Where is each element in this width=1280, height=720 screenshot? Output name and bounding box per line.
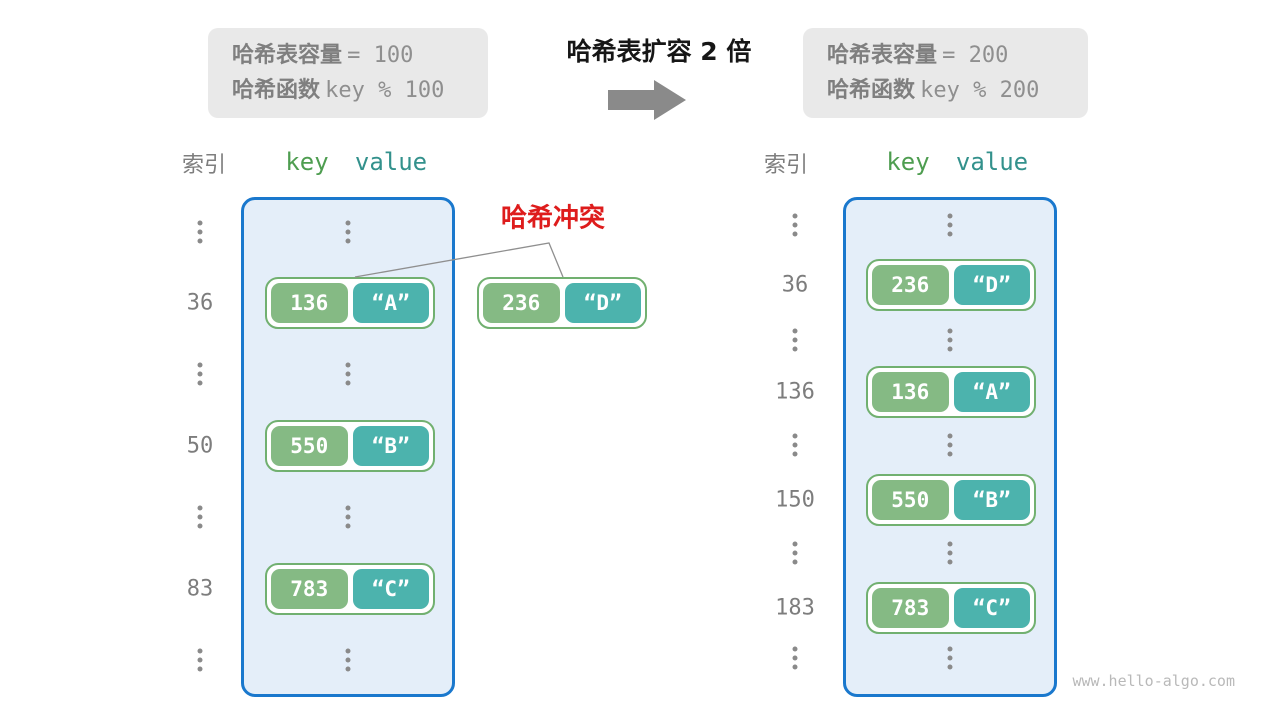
info-box-after-resize: 哈希表容量 = 200 哈希函数 key % 200 bbox=[803, 28, 1088, 118]
vertical-ellipsis-icon bbox=[197, 648, 203, 672]
value-cell: “A” bbox=[352, 283, 429, 323]
pair-236-D: 236 “D” bbox=[866, 259, 1036, 311]
pair-550-B: 550 “B” bbox=[866, 474, 1036, 526]
key-cell: 783 bbox=[271, 569, 348, 609]
key-cell: 236 bbox=[483, 283, 560, 323]
resize-title: 哈希表扩容 2 倍 bbox=[566, 37, 752, 66]
pair-550-B: 550 “B” bbox=[265, 420, 435, 472]
vertical-ellipsis-icon bbox=[197, 505, 203, 529]
watermark: www.hello-algo.com bbox=[1072, 672, 1235, 690]
info-box-before-resize: 哈希表容量 = 100 哈希函数 key % 100 bbox=[208, 28, 488, 118]
pair-236-D-colliding: 236 “D” bbox=[477, 277, 647, 329]
vertical-ellipsis-icon bbox=[947, 646, 953, 670]
left-index-83: 83 bbox=[186, 576, 214, 602]
capacity-value: = 100 bbox=[347, 43, 414, 68]
key-cell: 136 bbox=[872, 372, 949, 412]
capacity-value: = 200 bbox=[942, 43, 1009, 68]
right-index-150: 150 bbox=[775, 487, 815, 513]
capacity-line: 哈希表容量 = 100 bbox=[232, 38, 488, 73]
vertical-ellipsis-icon bbox=[947, 541, 953, 565]
resize-arrow-icon bbox=[608, 77, 686, 123]
left-header-index: 索引 bbox=[181, 153, 227, 178]
capacity-label: 哈希表容量 bbox=[827, 43, 938, 68]
vertical-ellipsis-icon bbox=[947, 213, 953, 237]
vertical-ellipsis-icon bbox=[792, 213, 798, 237]
pair-783-C: 783 “C” bbox=[866, 582, 1036, 634]
hash-function-value: key % 100 bbox=[325, 78, 445, 103]
hash-function-value: key % 200 bbox=[920, 78, 1040, 103]
value-cell: “D” bbox=[953, 265, 1030, 305]
left-index-36: 36 bbox=[186, 290, 214, 316]
right-header-key: key bbox=[886, 148, 930, 176]
right-header-index: 索引 bbox=[763, 153, 809, 178]
right-header-value: value bbox=[955, 148, 1029, 176]
hash-function-label: 哈希函数 bbox=[232, 78, 321, 103]
hash-function-label: 哈希函数 bbox=[827, 78, 916, 103]
right-index-36: 36 bbox=[781, 272, 809, 298]
hash-function-line: 哈希函数 key % 100 bbox=[232, 73, 488, 108]
value-cell: “A” bbox=[953, 372, 1030, 412]
vertical-ellipsis-icon bbox=[947, 433, 953, 457]
pair-136-A: 136 “A” bbox=[866, 366, 1036, 418]
vertical-ellipsis-icon bbox=[345, 362, 351, 386]
left-header-key: key bbox=[285, 148, 329, 176]
vertical-ellipsis-icon bbox=[792, 433, 798, 457]
pair-136-A: 136 “A” bbox=[265, 277, 435, 329]
left-header-value: value bbox=[354, 148, 428, 176]
collision-label: 哈希冲突 bbox=[500, 203, 606, 234]
vertical-ellipsis-icon bbox=[345, 220, 351, 244]
key-cell: 783 bbox=[872, 588, 949, 628]
vertical-ellipsis-icon bbox=[345, 505, 351, 529]
vertical-ellipsis-icon bbox=[345, 648, 351, 672]
vertical-ellipsis-icon bbox=[197, 362, 203, 386]
key-cell: 550 bbox=[872, 480, 949, 520]
value-cell: “C” bbox=[352, 569, 429, 609]
vertical-ellipsis-icon bbox=[947, 328, 953, 352]
right-index-136: 136 bbox=[775, 379, 815, 405]
hash-function-line: 哈希函数 key % 200 bbox=[827, 73, 1088, 108]
pair-783-C: 783 “C” bbox=[265, 563, 435, 615]
capacity-line: 哈希表容量 = 200 bbox=[827, 38, 1088, 73]
vertical-ellipsis-icon bbox=[792, 541, 798, 565]
value-cell: “C” bbox=[953, 588, 1030, 628]
key-cell: 136 bbox=[271, 283, 348, 323]
vertical-ellipsis-icon bbox=[792, 328, 798, 352]
capacity-label: 哈希表容量 bbox=[232, 43, 343, 68]
left-index-50: 50 bbox=[186, 433, 214, 459]
value-cell: “B” bbox=[953, 480, 1030, 520]
value-cell: “B” bbox=[352, 426, 429, 466]
right-index-183: 183 bbox=[775, 595, 815, 621]
vertical-ellipsis-icon bbox=[792, 646, 798, 670]
vertical-ellipsis-icon bbox=[197, 220, 203, 244]
key-cell: 236 bbox=[872, 265, 949, 305]
key-cell: 550 bbox=[271, 426, 348, 466]
value-cell: “D” bbox=[564, 283, 641, 323]
